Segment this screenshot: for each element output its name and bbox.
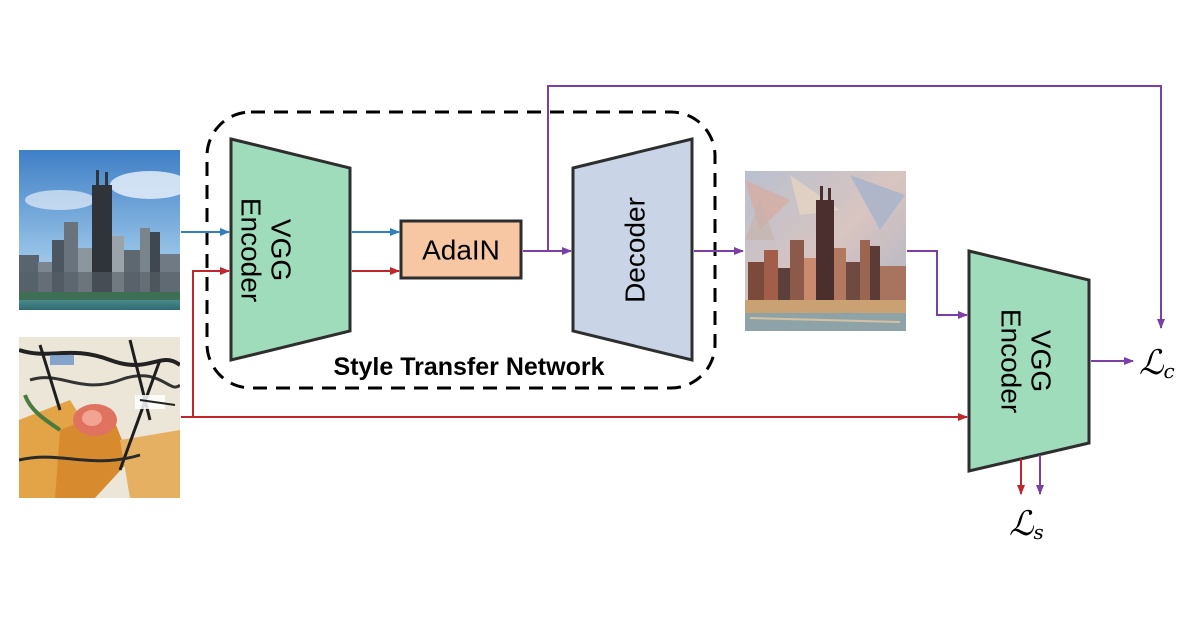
output-image <box>745 171 906 331</box>
adain-label: AdaIN <box>422 235 500 266</box>
style-image <box>19 337 180 498</box>
arrow-style-to-encoder <box>181 271 229 417</box>
loss-encoder-label-line1: VGG <box>1026 330 1057 392</box>
content-loss-label: ℒc <box>1139 343 1175 383</box>
style-loss-label: ℒs <box>1009 504 1044 544</box>
encoder-label-line2: Encoder <box>236 198 267 302</box>
decoder-label: Decoder <box>620 197 651 303</box>
loss-encoder-label-line2: Encoder <box>996 309 1027 413</box>
arrow-output-to-loss-encoder <box>907 251 967 315</box>
encoder-label-line1: VGG <box>266 219 297 281</box>
network-title: Style Transfer Network <box>334 353 605 381</box>
content-image <box>19 150 190 310</box>
